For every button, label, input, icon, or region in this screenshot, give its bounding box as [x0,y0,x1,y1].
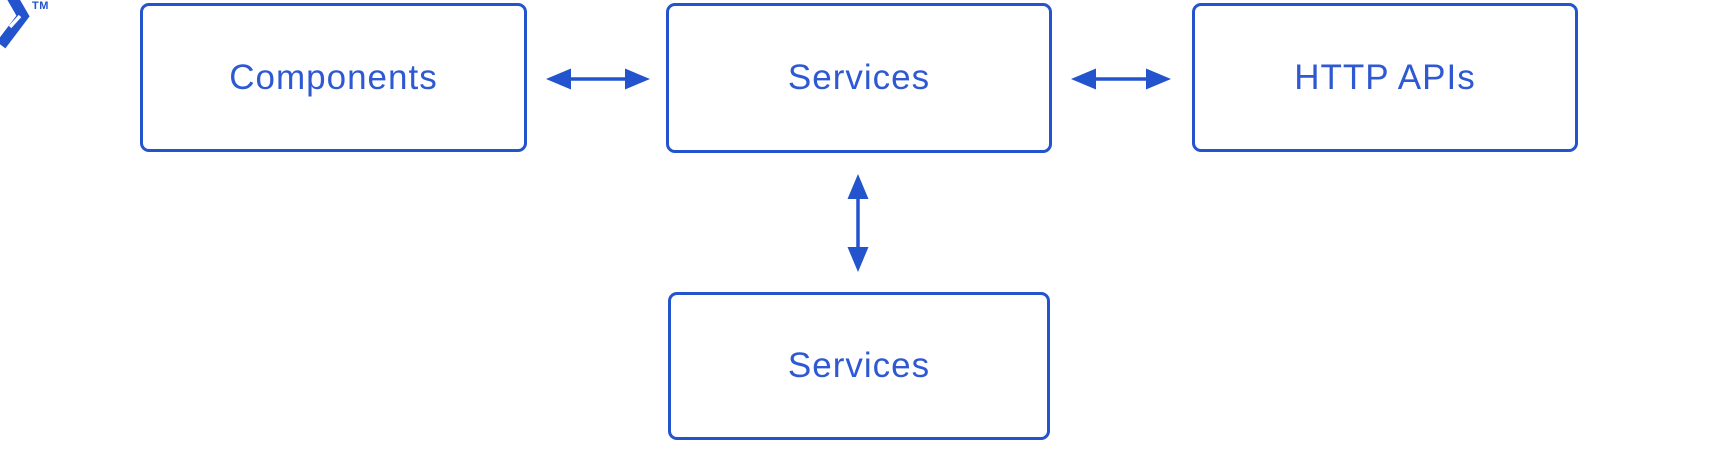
node-http-apis: HTTP APIs [1192,3,1578,152]
node-components: Components [140,3,527,152]
logo-glyph-icon [0,0,30,49]
node-services-bottom-label: Services [787,346,931,385]
node-services-bottom: Services [668,292,1050,440]
node-http-apis-label: HTTP APIs [1294,57,1476,97]
arrow-services-services-icon [847,174,869,272]
arrow-services-httpapis-icon [1071,68,1171,90]
node-services-top: Services [666,3,1052,153]
node-services-top-label: Services [787,58,931,97]
arrow-components-services-icon [546,68,650,90]
toptal-logo: TM [0,0,56,56]
node-components-label: Components [229,57,438,97]
trademark-label: TM [32,0,49,12]
